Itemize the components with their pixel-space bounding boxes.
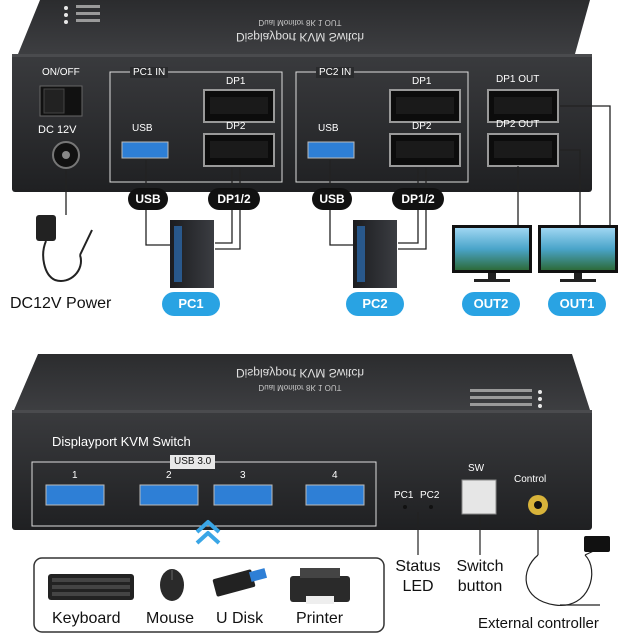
up-arrows xyxy=(195,520,221,545)
pc2-badge: PC2 xyxy=(346,292,404,316)
pc1-tower xyxy=(170,220,214,288)
pc2-usb-label: USB xyxy=(318,123,339,134)
pc2-group-label: PC2 IN xyxy=(316,67,355,78)
power-switch-label: ON/OFF xyxy=(42,67,80,78)
pc1-group-label: PC1 IN xyxy=(130,67,169,78)
pc2-dp2-label: DP2 xyxy=(412,121,432,132)
u-disk-label: U Disk xyxy=(216,610,264,627)
usb-group-label: USB 3.0 xyxy=(170,455,216,469)
switch-button-line-2: button xyxy=(457,578,503,595)
keyboard-label: Keyboard xyxy=(52,610,121,627)
u-disk-icon xyxy=(212,568,268,597)
status-led-line-1: Status xyxy=(395,558,441,575)
monitor-out2 xyxy=(452,225,532,282)
bottom-mirror-subtitle: Dual Monitor 8K 1 OUT xyxy=(258,383,342,392)
top-mirror-title: Displayport KVM Switch xyxy=(235,30,365,44)
usb-port-3-label: 3 xyxy=(240,470,246,481)
mouse-icon xyxy=(160,569,184,601)
dc-label: DC 12V xyxy=(38,124,77,136)
top-mirror-subtitle: Dual Monitor 8K 1 OUT xyxy=(258,18,342,27)
pc2-dp-pill: DP1/2 xyxy=(392,188,444,210)
control-label: Control xyxy=(514,474,547,485)
power-label: DC12V Power xyxy=(10,295,112,312)
pc1-usb-pill: USB xyxy=(128,188,168,210)
mouse-label: Mouse xyxy=(146,610,195,627)
printer-icon xyxy=(290,568,350,604)
pc1-dp-pill: DP1/2 xyxy=(208,188,260,210)
switch-button-line-1: Switch xyxy=(456,558,504,575)
pc1-usb-label: USB xyxy=(132,123,153,134)
dp1-out-label: DP1 OUT xyxy=(496,74,540,85)
usb-port-1-label: 1 xyxy=(72,470,78,481)
monitor-out1 xyxy=(538,225,618,282)
pc1-dp1-label: DP1 xyxy=(226,76,246,87)
sw-label: SW xyxy=(468,463,485,474)
external-controller-caption: External controller xyxy=(478,615,599,632)
led-pc1-label: PC1 xyxy=(394,490,414,501)
status-led-line-2: LED xyxy=(402,578,434,595)
usb-port-2-label: 2 xyxy=(166,470,172,481)
bottom-title: Displayport KVM Switch xyxy=(52,434,191,449)
usb-port-4-label: 4 xyxy=(332,470,338,481)
status-led-caption: Status LED xyxy=(388,557,448,597)
out1-badge: OUT1 xyxy=(548,292,606,316)
bottom-mirror-title: Displayport KVM Switch xyxy=(235,366,365,380)
out2-badge: OUT2 xyxy=(462,292,520,316)
bottom-kvm-device xyxy=(12,354,592,530)
power-adapter xyxy=(36,215,93,282)
pc2-tower xyxy=(353,220,397,288)
keyboard-icon xyxy=(48,574,134,600)
external-controller-icon xyxy=(584,536,610,552)
dp2-out-label: DP2 OUT xyxy=(496,119,540,130)
pc2-usb-pill: USB xyxy=(312,188,352,210)
pc2-dp1-label: DP1 xyxy=(412,76,432,87)
top-kvm-device xyxy=(12,0,592,192)
pc1-badge: PC1 xyxy=(162,292,220,316)
pc1-dp2-label: DP2 xyxy=(226,121,246,132)
printer-label: Printer xyxy=(296,610,344,627)
switch-button-caption: Switch button xyxy=(448,557,512,597)
led-pc2-label: PC2 xyxy=(420,490,440,501)
